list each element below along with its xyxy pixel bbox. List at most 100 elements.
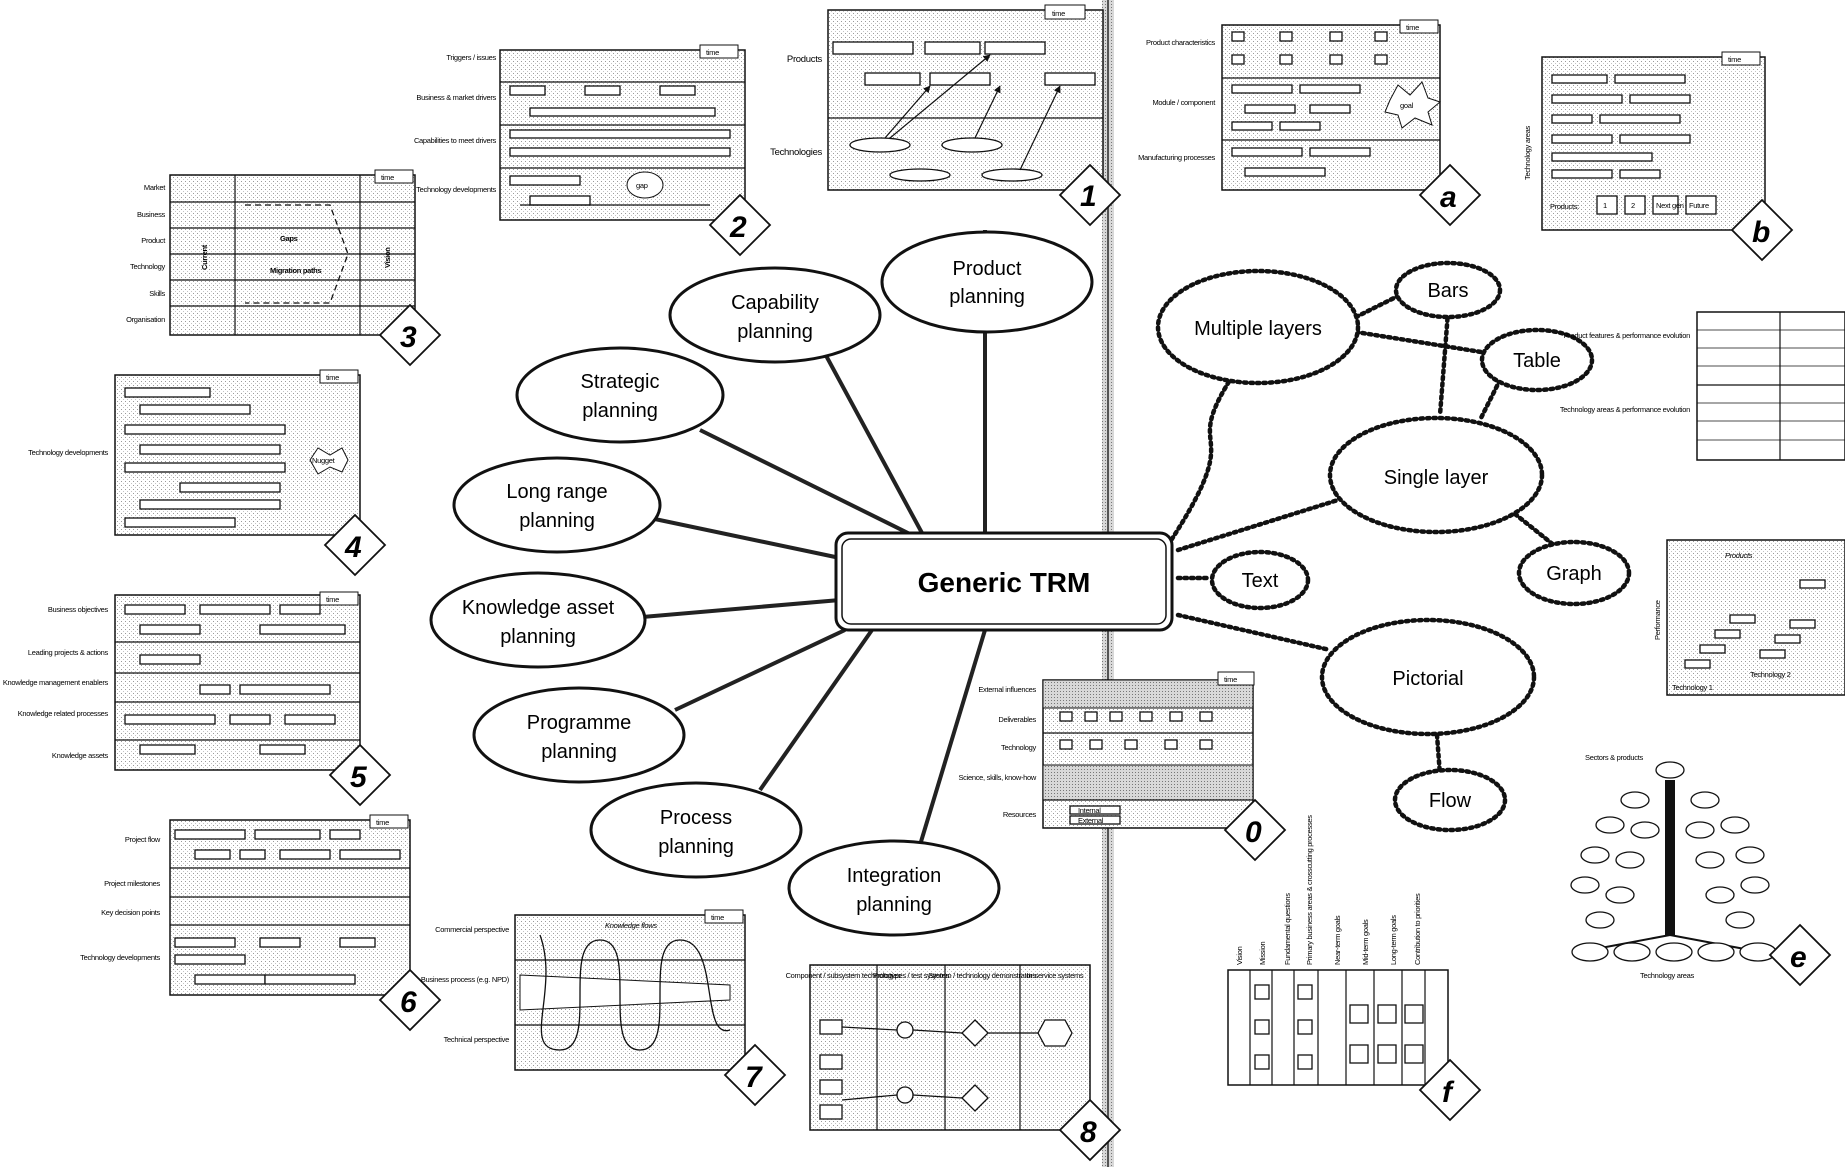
pb-products: Products:	[1550, 202, 1579, 211]
p0-external: External	[1078, 816, 1104, 825]
p0-time: time	[1224, 675, 1237, 684]
panel-b-technology-areas: Technology areas Products: 1 2 Next gen …	[1523, 57, 1765, 230]
knowledge-asset-planning-line1: Knowledge asset	[462, 597, 615, 619]
p3-row-product: Product	[141, 236, 166, 245]
multiple-layers-label: Multiple layers	[1194, 318, 1322, 340]
panel-7-process-roadmap: Commercial perspective Business process …	[421, 915, 745, 1070]
panel-5-knowledge-roadmap: Business objectives Leading projects & a…	[3, 595, 360, 770]
programme-planning-line2: planning	[541, 741, 617, 763]
panel-0-time-tab: time	[1218, 672, 1254, 685]
pf-col-vision: Vision	[1235, 946, 1244, 965]
knowledge-asset-planning-line2: planning	[500, 626, 576, 648]
format-bars: Bars	[1396, 263, 1500, 317]
p1-number: 1	[1080, 180, 1097, 213]
p8-col-system: System / technology demonstrators	[928, 971, 1036, 980]
pg-yaxis: Performance	[1653, 600, 1662, 640]
p3-row-market: Market	[144, 183, 166, 192]
long-range-planning-line2: planning	[519, 510, 595, 532]
p5-number: 5	[350, 761, 368, 794]
pf-col-long-term: Long-term goals	[1389, 915, 1398, 965]
panel-3-time-tab: time	[375, 170, 413, 183]
pa-row-module: Module / component	[1152, 98, 1216, 107]
panel-7-time-tab: time	[705, 910, 743, 923]
panel-table-layer: Product features & performance evolution…	[1560, 312, 1845, 460]
panel-3-strategic-roadmap: Market Business Product Technology Skill…	[126, 175, 415, 335]
pb-time: time	[1728, 55, 1741, 64]
p6-row-flow: Project flow	[125, 835, 161, 844]
p6-row-technology: Technology developments	[80, 953, 160, 962]
planning-ellipse-knowledge-asset: Knowledge asset planning	[431, 573, 645, 667]
p0-number: 0	[1245, 816, 1262, 849]
pictorial-label: Pictorial	[1392, 668, 1463, 690]
pa-row-characteristics: Product characteristics	[1146, 38, 1216, 47]
planning-ellipse-capability: Capability planning	[670, 268, 880, 362]
p2-row-drivers: Business & market drivers	[416, 93, 496, 102]
p3-time: time	[381, 173, 394, 182]
panel-1-time-tab: time	[1045, 5, 1085, 19]
panel-e-tree: Sectors & products Technology areas	[1571, 753, 1776, 980]
p3-row-technology: Technology	[130, 262, 165, 271]
p1-row-products: Products	[787, 54, 823, 65]
integration-planning-line1: Integration	[847, 865, 942, 887]
planning-ellipse-strategic: Strategic planning	[517, 348, 723, 442]
p0-internal: Internal	[1078, 806, 1101, 815]
panel-f-flow: Vision Mission Fundamental questions Pri…	[1228, 815, 1448, 1085]
panel-5-time-tab: time	[320, 592, 358, 605]
panel-1-product-roadmap: Products Technologies	[770, 10, 1103, 190]
text-label: Text	[1242, 570, 1279, 592]
p3-migration: Migration paths	[270, 266, 321, 275]
p7-number: 7	[745, 1061, 763, 1094]
pf-col-contribution: Contribution to priorities	[1413, 893, 1422, 965]
p6-number: 6	[400, 986, 417, 1019]
planning-ellipse-long-range: Long range planning	[454, 458, 660, 552]
pg-t2: Technology 2	[1750, 670, 1791, 679]
p4-time: time	[326, 373, 339, 382]
p3-row-business: Business	[137, 210, 166, 219]
p0-row-technology: Technology	[1001, 743, 1036, 752]
p3-current: Current	[200, 244, 209, 270]
pa-goal: goal	[1400, 101, 1414, 110]
pg-t1: Technology 1	[1672, 683, 1713, 692]
panel-0-generic-roadmap: External influences Deliverables Technol…	[958, 680, 1253, 828]
p2-number: 2	[729, 211, 747, 244]
p7-row-commercial: Commercial perspective	[435, 925, 509, 934]
p8-col-inservice: In-service systems	[1027, 971, 1084, 980]
panel-e-number: e	[1770, 925, 1830, 985]
p4-row-technology: Technology developments	[28, 448, 108, 457]
p1-row-technologies: Technologies	[770, 147, 822, 158]
pb-axis: Technology areas	[1523, 125, 1532, 180]
p7-row-technical: Technical perspective	[444, 1035, 510, 1044]
capability-planning-line1: Capability	[731, 292, 819, 314]
pf-col-business-areas: Primary business areas & crosscutting pr…	[1305, 815, 1314, 965]
planning-ellipse-process: Process planning	[591, 783, 801, 877]
planning-ellipse-programme: Programme planning	[474, 688, 684, 782]
generic-trm-box: Generic TRM	[836, 533, 1172, 630]
format-flow: Flow	[1395, 770, 1505, 830]
product-planning-line1: Product	[953, 258, 1022, 280]
p2-row-triggers: Triggers / issues	[446, 53, 496, 62]
strategic-planning-line1: Strategic	[581, 371, 660, 393]
p2-row-technology: Technology developments	[416, 185, 496, 194]
generic-trm-title: Generic TRM	[918, 567, 1091, 598]
long-range-planning-line1: Long range	[506, 481, 607, 503]
p5-row-projects: Leading projects & actions	[28, 648, 109, 657]
p3-vision: Vision	[383, 247, 392, 268]
p2-time: time	[706, 48, 719, 57]
panel-graph-layer: Performance Products Technology 1 Techno…	[1653, 540, 1845, 695]
panel-2-capability-roadmap: Triggers / issues Business & market driv…	[414, 50, 745, 220]
p0-row-science: Science, skills, know-how	[958, 773, 1036, 782]
single-layer-label: Single layer	[1384, 467, 1489, 489]
format-text: Text	[1212, 552, 1308, 608]
p6-row-milestones: Project milestones	[104, 879, 160, 888]
p5-time: time	[326, 595, 339, 604]
bars-label: Bars	[1427, 280, 1468, 302]
planning-ellipse-product: Product planning	[882, 232, 1092, 332]
p1-time: time	[1052, 9, 1065, 18]
pe-top: Sectors & products	[1585, 753, 1644, 762]
p5-row-processes: Knowledge related processes	[18, 709, 109, 718]
pt-row-technology: Technology areas & performance evolution	[1560, 405, 1690, 414]
p2-row-capabilities: Capabilities to meet drivers	[414, 136, 497, 145]
pe-number: e	[1790, 941, 1807, 974]
integration-planning-line2: planning	[856, 894, 932, 916]
table-label: Table	[1513, 350, 1561, 372]
